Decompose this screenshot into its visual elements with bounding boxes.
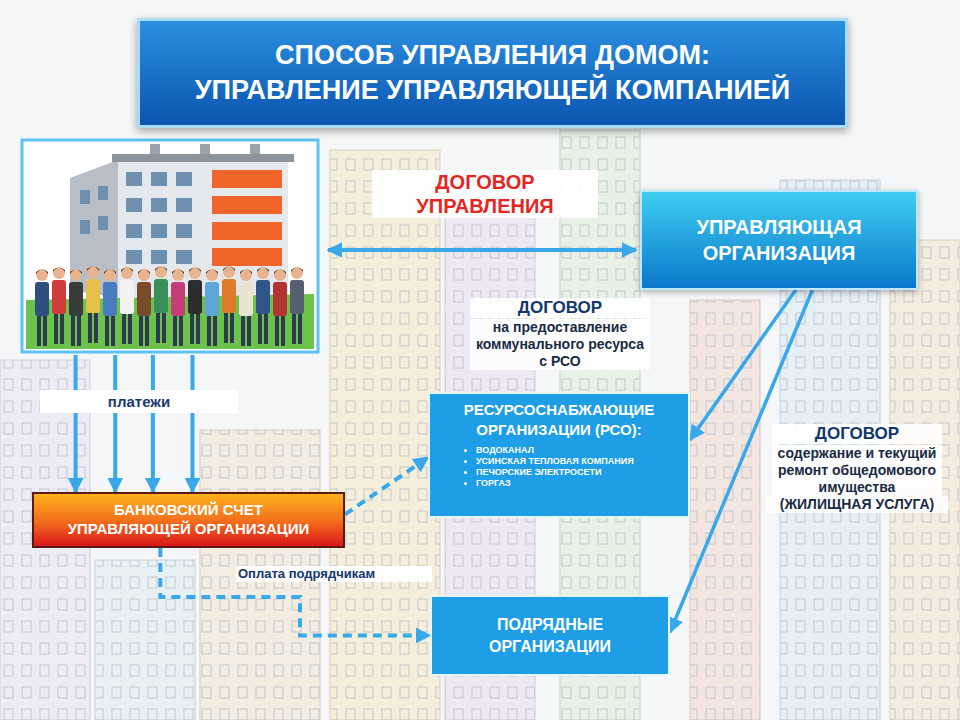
city-sketch	[0, 130, 960, 720]
supplier-list: ВОДОКАНАЛУСИНСКАЯ ТЕПЛОВАЯ КОМПАНИЯПЕЧОР…	[438, 445, 680, 489]
diagram-title: СПОСОБ УПРАВЛЕНИЯ ДОМОМ: УПРАВЛЕНИЕ УПРА…	[153, 38, 833, 108]
list-item: ВОДОКАНАЛ	[476, 445, 680, 456]
supplier-box: РЕСУРСОСНАБЖАЮЩИЕ ОРГАНИЗАЦИИ (РСО):ВОДО…	[428, 392, 690, 518]
payment-arrow	[113, 413, 117, 492]
payments-band: платежи	[40, 390, 238, 413]
payment-arrow	[74, 413, 78, 492]
list-item: УСИНСКАЯ ТЕПЛОВАЯ КОМПАНИЯ	[476, 456, 680, 467]
contract-description: содержание и текущий ремонт общедомового…	[772, 445, 942, 496]
management-contract-arrow	[328, 248, 636, 252]
payment-lines	[76, 355, 193, 392]
connector-group	[345, 458, 428, 515]
bank-account-box: БАНКОВСКИЙ СЧЕТ УПРАВЛЯЮЩЕЙ ОРГАНИЗАЦИИ	[32, 492, 345, 548]
title-banner: СПОСОБ УПРАВЛЕНИЯ ДОМОМ: УПРАВЛЕНИЕ УПРА…	[137, 18, 848, 128]
payment-arrow	[151, 413, 155, 492]
list-item: ГОРГАЗ	[476, 478, 680, 489]
contract-description: на предоставление коммунального ресурса …	[470, 319, 650, 370]
contract-heading: ДОГОВОР	[772, 424, 942, 444]
payment-dashed-arrow	[345, 458, 428, 515]
box-heading: РЕСУРСОСНАБЖАЮЩИЕ ОРГАНИЗАЦИИ (РСО):	[438, 400, 680, 441]
house-picture	[22, 140, 318, 352]
service-type: (ЖИЛИЩНАЯ УСЛУГА)	[766, 496, 948, 513]
contractor-box: ПОДРЯДНЫЕ ОРГАНИЗАЦИИ	[430, 595, 670, 676]
box-label: БАНКОВСКИЙ СЧЕТ УПРАВЛЯЮЩЕЙ ОРГАНИЗАЦИИ	[42, 501, 335, 539]
box-label: УПРАВЛЯЮЩАЯ ОРГАНИЗАЦИЯ	[652, 214, 906, 266]
box-label: платежи	[108, 393, 170, 410]
contract-heading: ДОГОВОР	[470, 298, 650, 318]
contract-title: ДОГОВОР УПРАВЛЕНИЯ	[372, 170, 598, 218]
payment-arrow	[190, 413, 194, 492]
connector-group	[160, 548, 430, 636]
organization-box: УПРАВЛЯЮЩАЯ ОРГАНИЗАЦИЯ	[640, 190, 918, 290]
connector-group	[76, 413, 193, 492]
box-label: ПОДРЯДНЫЕ ОРГАНИЗАЦИИ	[440, 614, 660, 657]
list-item: ПЕЧОРСКИЕ ЭЛЕКТРОСЕТИ	[476, 467, 680, 478]
edge-label: Оплата подрядчикам	[236, 566, 432, 582]
payment-dashed-arrow	[160, 548, 430, 636]
